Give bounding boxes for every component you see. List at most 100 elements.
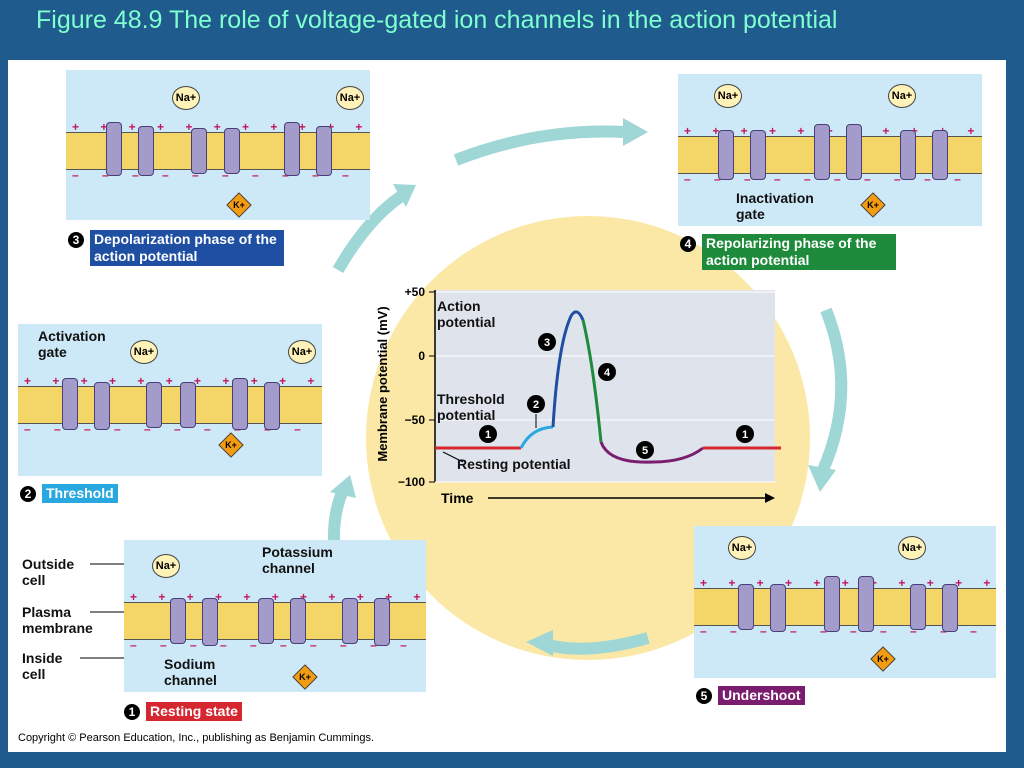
ytick-label-plus50: +50 [405, 285, 426, 299]
cycle-arrowhead-right [808, 465, 836, 492]
sodium-ion: Na+ [336, 86, 364, 110]
cycle-arrow-bottom [546, 632, 650, 655]
y-axis-label: Membrane potential (mV) [375, 306, 390, 461]
sodium-channel-open [284, 122, 300, 176]
sodium-channel [342, 598, 358, 644]
potassium-ion: K+ [860, 192, 886, 218]
curve-repolarization [581, 319, 603, 443]
cycle-arrow-top [453, 125, 624, 166]
marker-4: 4 [598, 363, 616, 381]
action-potential-graph: +50 0 −50 −100 Membrane potential (mV) T… [375, 285, 781, 506]
plasma-membrane-label: Plasma membrane [22, 604, 93, 636]
caption-resting: 1 Resting state [124, 702, 242, 721]
caption-number: 5 [696, 688, 712, 704]
panel-undershoot: + + + + + + + + + + + + – – – – – – – – … [694, 526, 996, 678]
cycle-arrowhead-upper-left [393, 184, 416, 207]
ytick-label-0: 0 [418, 349, 425, 363]
sodium-channel-open [138, 126, 154, 176]
caption-depolarization: 3 Depolarization phase of the action pot… [68, 230, 284, 266]
sodium-ion: Na+ [888, 84, 916, 108]
sodium-channel-inactivated [750, 130, 766, 180]
svg-text:1: 1 [742, 429, 748, 441]
sodium-ion: Na+ [152, 554, 180, 578]
panel-repolarizing: + + + + + + + + + + + + – – – – – – – – … [678, 74, 982, 226]
marker-1-right: 1 [736, 425, 754, 443]
sodium-channel [170, 598, 186, 644]
svg-text:3: 3 [544, 337, 550, 349]
sodium-channel [770, 584, 786, 632]
sodium-channel-inactivated [900, 130, 916, 180]
sodium-ion: Na+ [172, 86, 200, 110]
caption-label: Undershoot [718, 686, 805, 705]
potassium-channel-open [824, 576, 840, 632]
sodium-channel [94, 382, 110, 430]
potassium-channel-closed [146, 382, 162, 428]
panel-depolarization: + + + + + + + + + + + + – – – – – – – – … [66, 70, 370, 220]
sodium-ion: Na+ [130, 340, 158, 364]
sodium-channel [374, 598, 390, 646]
panel-resting: + + + + + + + + + + + + – – – – – – – – … [124, 540, 426, 692]
copyright-notice: Copyright © Pearson Education, Inc., pub… [18, 732, 375, 744]
cycle-arrowhead-bottom [526, 630, 553, 656]
curve-depolarization [551, 310, 585, 428]
inactivation-gate-label: Inactivation gate [736, 190, 814, 222]
sodium-channel [202, 598, 218, 646]
x-axis-arrowhead [765, 493, 775, 503]
caption-threshold: 2 Threshold [20, 484, 118, 503]
panel-threshold: + + + + + + + + + + + + – – – – – – – – … [18, 324, 322, 476]
sodium-channel-open [316, 126, 332, 176]
potassium-channel-closed [180, 382, 196, 428]
marker-1-left: 1 [479, 425, 497, 443]
caption-label: Depolarization phase of the action poten… [90, 230, 284, 266]
svg-text:2: 2 [533, 399, 539, 411]
potassium-channel-closed [290, 598, 306, 644]
cycle-arrowhead-top [623, 118, 648, 146]
potassium-channel-label: Potassium channel [262, 544, 333, 576]
marker-2: 2 [527, 395, 545, 413]
curve-undershoot [599, 441, 704, 464]
sodium-channel-label: Sodium channel [164, 656, 217, 688]
inside-cell-label: Inside cell [22, 650, 63, 682]
svg-text:5: 5 [642, 445, 648, 457]
caption-undershoot: 5 Undershoot [696, 686, 805, 705]
potassium-channel-closed [224, 128, 240, 174]
potassium-channel-closed [258, 598, 274, 644]
resting-pointer [442, 451, 464, 463]
potassium-channel-open [846, 124, 862, 180]
page-title: Figure 48.9 The role of voltage-gated io… [36, 6, 838, 34]
marker-3: 3 [538, 333, 556, 351]
caption-number: 4 [680, 236, 696, 252]
action-potential-annotation: Action potential [437, 298, 496, 330]
caption-number: 1 [124, 704, 140, 720]
outside-cell-label: Outside cell [22, 556, 75, 588]
caption-label: Repolarizing phase of the action potenti… [702, 234, 896, 270]
cycle-arrow-right [817, 307, 848, 473]
ytick-label-minus100: −100 [398, 475, 425, 489]
svg-text:1: 1 [485, 429, 491, 441]
potassium-ion: K+ [226, 192, 252, 218]
potassium-ion: K+ [218, 432, 244, 458]
cycle-arrow-upper-left [332, 189, 407, 273]
sodium-ion: Na+ [728, 536, 756, 560]
caption-label: Resting state [146, 702, 242, 721]
sodium-channel-inactivated [932, 130, 948, 180]
caption-number: 2 [20, 486, 36, 502]
caption-label: Threshold [42, 484, 118, 503]
sodium-channel [232, 378, 248, 430]
sodium-channel [942, 584, 958, 632]
curve-threshold [519, 425, 554, 449]
sodium-channel [738, 584, 754, 630]
svg-text:4: 4 [604, 367, 611, 379]
potassium-ion: K+ [870, 646, 896, 672]
potassium-ion: K+ [292, 664, 318, 690]
label-leaders [80, 563, 124, 659]
caption-number: 3 [68, 232, 84, 248]
sodium-channel-open [106, 122, 122, 176]
sodium-channel [62, 378, 78, 430]
cycle-arrowhead-left [330, 475, 356, 498]
sodium-channel-inactivated [718, 130, 734, 180]
x-axis-label: Time [441, 490, 474, 506]
activation-gate-label: Activation gate [38, 328, 106, 360]
sodium-ion: Na+ [288, 340, 316, 364]
potassium-channel-open [814, 124, 830, 180]
